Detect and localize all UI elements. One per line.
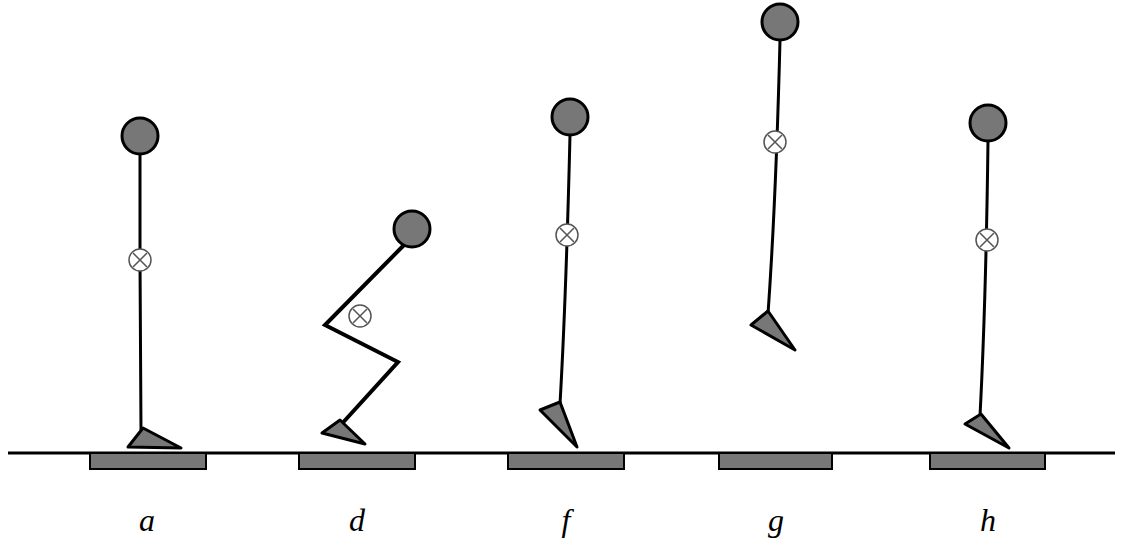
phase-label: a bbox=[139, 504, 155, 536]
body-line bbox=[140, 154, 141, 432]
phase-label: f bbox=[562, 504, 571, 536]
force-plate bbox=[930, 453, 1045, 469]
foot bbox=[128, 428, 181, 448]
stick-figure bbox=[540, 99, 588, 447]
phase-label: h bbox=[980, 504, 996, 536]
center-of-mass bbox=[764, 131, 786, 153]
head bbox=[762, 4, 798, 40]
head bbox=[970, 105, 1006, 141]
phase-label: d bbox=[349, 504, 365, 536]
head bbox=[394, 211, 430, 247]
head bbox=[552, 99, 588, 135]
stick-figure bbox=[322, 211, 430, 444]
center-of-mass bbox=[976, 229, 998, 251]
stick-figure bbox=[965, 105, 1009, 448]
foot bbox=[322, 420, 365, 444]
body-line bbox=[768, 40, 780, 314]
force-plates bbox=[90, 453, 1045, 469]
force-plate bbox=[508, 453, 624, 469]
phase-label: g bbox=[768, 504, 784, 536]
center-of-mass bbox=[129, 249, 151, 271]
stick-figure bbox=[122, 118, 181, 448]
head bbox=[122, 118, 158, 154]
force-plate bbox=[719, 453, 832, 469]
body-line bbox=[560, 135, 570, 404]
center-of-mass bbox=[349, 305, 371, 327]
body-line bbox=[980, 141, 988, 416]
foot bbox=[751, 311, 795, 350]
foot bbox=[965, 414, 1009, 448]
force-plate bbox=[90, 453, 206, 469]
force-plate bbox=[299, 453, 415, 469]
center-of-mass bbox=[556, 224, 578, 246]
body-line bbox=[325, 244, 405, 428]
stick-figure bbox=[751, 4, 798, 350]
foot bbox=[540, 402, 577, 447]
